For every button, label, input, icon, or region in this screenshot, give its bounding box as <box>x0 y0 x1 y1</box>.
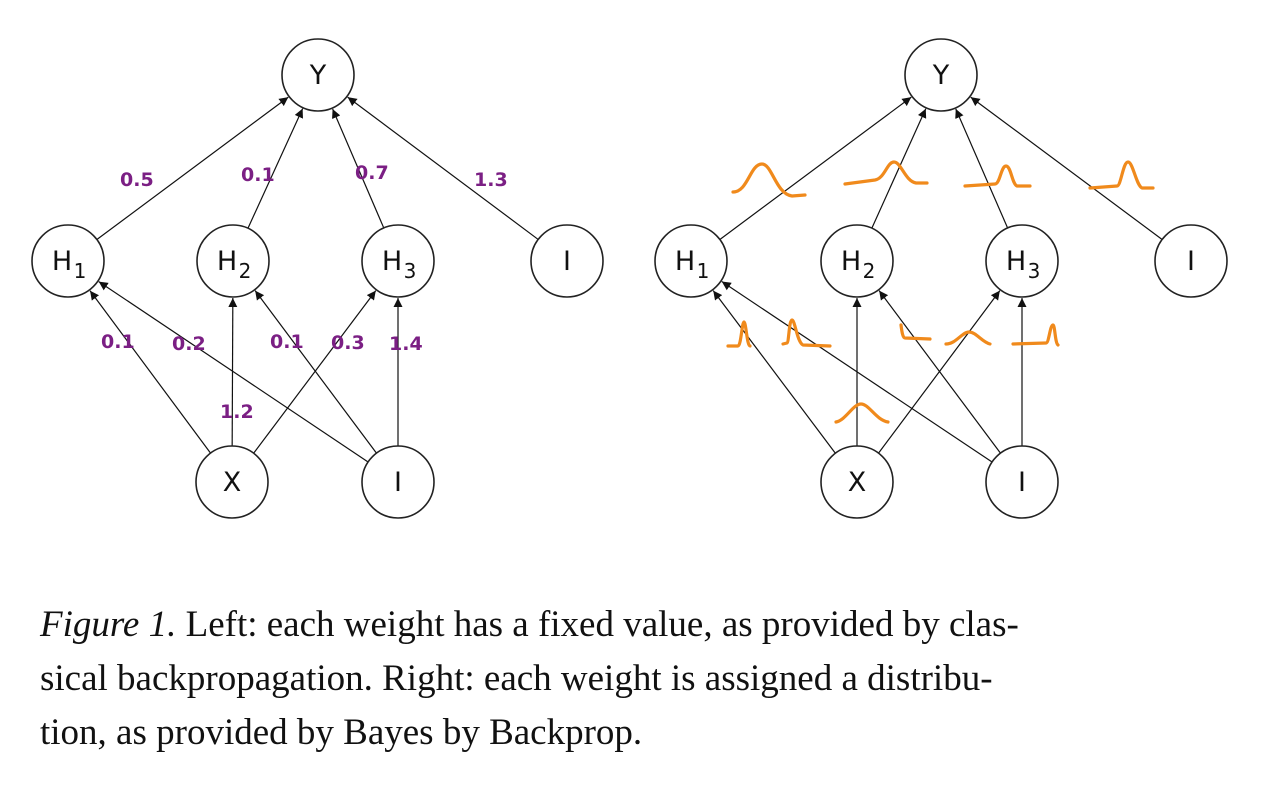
edge-r_b1-to-r_y <box>970 96 1163 240</box>
edge-l_h3-to-l_y <box>332 108 385 229</box>
node-label: X <box>223 467 242 498</box>
weight-distribution-curves <box>726 160 1155 424</box>
weight-label-x-h2: 1.2 <box>220 401 254 423</box>
distribution-curve-x-h3 <box>944 330 992 346</box>
weight-label-x-h1: 0.1 <box>101 331 135 353</box>
node-circle <box>985 224 1059 298</box>
node-label: H <box>675 246 695 277</box>
node-r_y: Y <box>904 38 978 112</box>
weight-label-bias-y: 1.3 <box>474 169 508 191</box>
distribution-curve-x-h1 <box>726 320 752 348</box>
caption-line-2: sical backpropagation. Right: each weigh… <box>40 658 993 699</box>
node-circle <box>820 445 894 519</box>
edge-l_b0-to-l_h1 <box>98 281 369 463</box>
node-r_b0: I <box>985 445 1059 519</box>
node-label: H <box>217 246 237 277</box>
edge-l_x-to-l_h1 <box>89 290 212 454</box>
edge-l_x-to-l_h2 <box>228 297 238 447</box>
node-subscript: 1 <box>697 259 710 283</box>
node-label: H <box>1006 246 1026 277</box>
weight-label-bias-h1: 0.2 <box>172 333 206 355</box>
edge-r_b0-to-r_h1 <box>721 281 993 463</box>
node-l_y: Y <box>281 38 355 112</box>
node-l_b0: I <box>361 445 435 519</box>
node-label: I <box>1187 246 1195 277</box>
weight-label-h2-y: 0.1 <box>241 164 275 186</box>
node-subscript: 2 <box>239 259 252 283</box>
node-label: I <box>394 467 402 498</box>
weight-label-h3-y: 0.7 <box>355 162 389 184</box>
node-circle <box>1154 224 1228 298</box>
weight-label-bias-h3: 1.4 <box>389 333 423 355</box>
node-l_x: X <box>195 445 269 519</box>
node-circle <box>820 224 894 298</box>
node-label: I <box>1018 467 1026 498</box>
edge-r_h3-to-r_y <box>955 108 1009 229</box>
node-subscript: 3 <box>1028 259 1041 283</box>
weight-label-bias-h2: 0.1 <box>270 331 304 353</box>
weight-label-h1-y: 0.5 <box>120 169 154 191</box>
node-circle <box>31 224 105 298</box>
edge-r_b0-to-r_h2 <box>878 290 1001 454</box>
node-label: H <box>841 246 861 277</box>
node-circle <box>196 224 270 298</box>
node-circle <box>530 224 604 298</box>
node-subscript: 3 <box>404 259 417 283</box>
distribution-curve-bias-h1 <box>781 318 832 348</box>
distribution-curve-x-h2 <box>834 402 890 424</box>
node-r_x: X <box>820 445 894 519</box>
distribution-curve-h1-y <box>731 162 807 198</box>
edge-l_b1-to-l_y <box>347 96 539 240</box>
distribution-curve-bias-h2 <box>899 323 932 341</box>
edge-l_x-to-l_h3 <box>253 290 377 454</box>
figure-caption: Figure 1. Left: each weight has a fixed … <box>40 598 1240 760</box>
node-r_b1: I <box>1154 224 1228 298</box>
edge-r_h2-to-r_y <box>871 108 927 229</box>
figure-number: Figure 1. <box>40 604 177 645</box>
distribution-curve-h2-y <box>843 160 929 186</box>
node-circle <box>361 445 435 519</box>
node-subscript: 1 <box>74 259 87 283</box>
distribution-curve-h3-y <box>963 164 1032 188</box>
weight-label-x-h3: 0.3 <box>331 332 365 354</box>
node-subscript: 2 <box>863 259 876 283</box>
edge-r_h1-to-r_y <box>719 96 912 240</box>
connection-edges <box>89 96 1163 463</box>
node-label: H <box>382 246 402 277</box>
caption-line-1: Figure 1. Left: each weight has a fixed … <box>40 598 1240 652</box>
edge-r_x-to-r_h1 <box>712 290 836 454</box>
node-label: X <box>848 467 867 498</box>
node-label: H <box>52 246 72 277</box>
node-circle <box>904 38 978 112</box>
caption-text-1: Left: each weight has a fixed value, as … <box>176 604 1019 645</box>
distribution-curve-bias-y <box>1088 160 1155 190</box>
node-label: Y <box>309 60 327 91</box>
node-circle <box>985 445 1059 519</box>
caption-line-3: tion, as provided by Bayes by Backprop. <box>40 712 643 753</box>
node-circle <box>654 224 728 298</box>
edge-l_h1-to-l_y <box>96 96 289 240</box>
weight-labels: 0.5 0.1 0.7 1.3 0.1 0.2 0.1 0.3 1.4 1.2 <box>101 162 508 423</box>
node-circle <box>281 38 355 112</box>
node-circle <box>361 224 435 298</box>
node-label: Y <box>932 60 950 91</box>
distribution-curve-bias-h3 <box>1011 323 1060 347</box>
edge-l_h2-to-l_y <box>247 108 304 229</box>
edge-l_b0-to-l_h2 <box>254 290 377 454</box>
node-circle <box>195 445 269 519</box>
node-label: I <box>563 246 571 277</box>
node-l_b1: I <box>530 224 604 298</box>
